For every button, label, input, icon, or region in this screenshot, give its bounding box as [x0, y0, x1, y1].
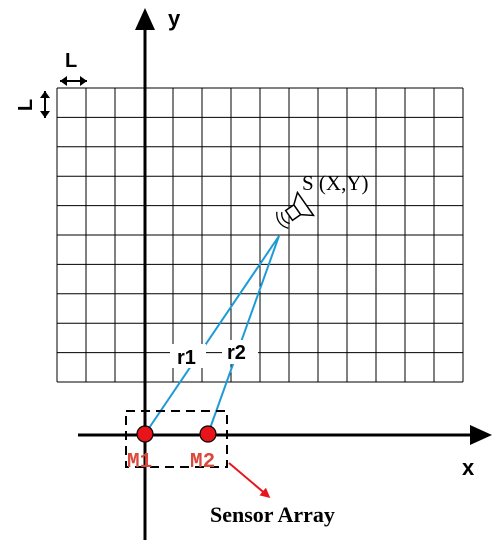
r1-label-bg: [170, 344, 206, 368]
mic-m2-label: M2: [190, 451, 215, 474]
sensor-array: M1 M2 Sensor Array: [125, 410, 335, 527]
grid: [56, 87, 464, 383]
cell-width-label: L: [65, 50, 77, 72]
r1-label: r1: [177, 347, 196, 369]
cell-height-arrowhead-bottom: [40, 111, 50, 118]
r2-label-bg: [222, 340, 258, 364]
r2-label: r2: [227, 342, 246, 364]
sensor-array-label: Sensor Array: [210, 502, 335, 527]
ray-r1: [144, 235, 280, 435]
sensor-array-box: [125, 410, 228, 468]
mic-m1-label: M1: [127, 451, 152, 474]
mic-m2: [199, 425, 217, 443]
x-axis-arrowhead: [470, 425, 492, 445]
y-axis-arrowhead: [135, 8, 155, 30]
x-axis-label: x: [462, 455, 475, 480]
rays: r1 r2: [144, 235, 280, 435]
sensor-array-arrow: [228, 462, 271, 498]
cell-width-arrowhead-right: [80, 76, 87, 86]
speaker-icon: [276, 190, 316, 229]
cell-width-arrowhead-left: [60, 76, 67, 86]
cell-height-label: L: [15, 99, 37, 111]
source-label: S (X,Y): [302, 171, 369, 195]
y-axis-label: y: [168, 6, 181, 31]
ray-r2: [207, 235, 280, 435]
mic-m1: [136, 425, 154, 443]
cell-height-arrowhead-top: [40, 91, 50, 98]
cell-size-markers: L L: [15, 50, 87, 118]
